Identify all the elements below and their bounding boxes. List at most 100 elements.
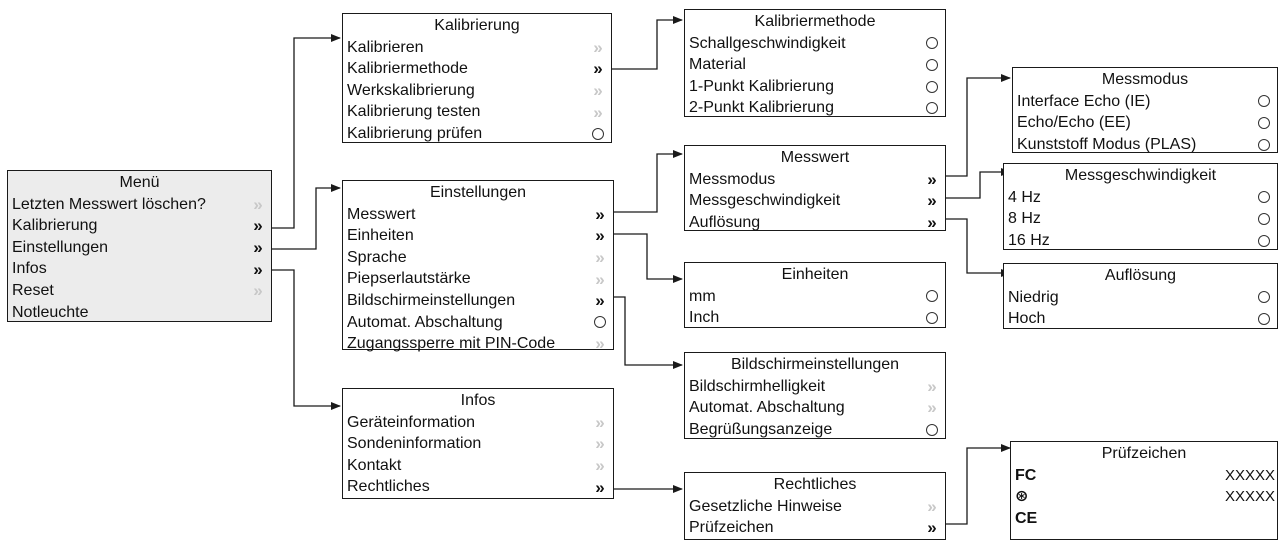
- einstellungen-item[interactable]: Einheiten»: [347, 225, 613, 247]
- double-chevron-icon: »: [595, 434, 605, 454]
- infos-item[interactable]: Rechtliches»: [347, 476, 613, 498]
- menu-item[interactable]: Kalibrierung»: [12, 215, 271, 237]
- infos-item[interactable]: Geräteinformation»: [347, 412, 613, 434]
- messgeschwindigkeit-item-label: 8 Hz: [1008, 210, 1041, 228]
- kalibriermethode-item[interactable]: Schallgeschwindigkeit: [689, 33, 945, 55]
- infos-item[interactable]: Sondeninformation»: [347, 433, 613, 455]
- einstellungen-item[interactable]: Automat. Abschaltung: [347, 312, 613, 334]
- kalibriermethode-item[interactable]: 1-Punkt Kalibrierung: [689, 76, 945, 98]
- messwert-item[interactable]: Messmodus »: [689, 169, 945, 191]
- radio-circle-icon: [919, 58, 945, 71]
- menu-item-label: Notleuchte: [12, 303, 89, 321]
- rechtliches-item[interactable]: Prüfzeichen»: [689, 517, 945, 539]
- kalibriermethode-item[interactable]: 2-Punkt Kalibrierung: [689, 97, 945, 119]
- messwert-title: Messwert: [780, 149, 850, 166]
- kalibriermethode-item-label: 2-Punkt Kalibrierung: [689, 99, 834, 117]
- bildschirm-item[interactable]: Bildschirmhelligkeit»: [689, 376, 945, 398]
- kalibrierung-item[interactable]: Kalibriermethode»: [347, 58, 611, 80]
- messmodus-item-label: Echo/Echo (EE): [1017, 114, 1131, 132]
- infos-item[interactable]: Kontakt»: [347, 455, 613, 477]
- radio-circle-icon: [919, 423, 945, 436]
- double-chevron-icon: »: [593, 37, 603, 57]
- bildschirm-item-label: Bildschirmhelligkeit: [689, 377, 826, 395]
- pruefzeichen-title: Prüfzeichen: [1101, 445, 1187, 462]
- menu-item-label: Infos: [12, 260, 47, 278]
- aufloesung-item[interactable]: Niedrig: [1008, 287, 1277, 309]
- double-chevron-icon: »: [595, 269, 605, 289]
- menu-item[interactable]: Einstellungen »: [12, 237, 271, 259]
- aufloesung-title: Auflösung: [1104, 267, 1177, 284]
- bildschirm-item[interactable]: Automat. Abschaltung »: [689, 397, 945, 419]
- arrow-einstellungen-bildschirm: [605, 296, 683, 369]
- kalibriermethode-title: Kalibriermethode: [754, 13, 876, 30]
- arrow-kalibrierung-kalibriermethode: [602, 16, 683, 70]
- kalibriermethode-item[interactable]: Material: [689, 54, 945, 76]
- double-chevron-icon: »: [595, 291, 605, 311]
- double-chevron-icon: »: [593, 59, 603, 79]
- messwert-item[interactable]: Auflösung»: [689, 212, 945, 234]
- aufloesung-item[interactable]: Hoch: [1008, 308, 1277, 330]
- messmodus-item-label: Interface Echo (IE): [1017, 92, 1151, 110]
- messmodus-item[interactable]: Kunststoff Modus (PLAS): [1017, 134, 1277, 156]
- bildschirm-item-label: Automat. Abschaltung: [689, 399, 845, 417]
- rcm-mark-icon: ⊛: [1015, 488, 1029, 506]
- menu-item[interactable]: Letzten Messwert löschen? »: [12, 194, 271, 216]
- messwert-item-label: Messmodus: [689, 170, 776, 188]
- messgeschwindigkeit-item[interactable]: 16 Hz: [1008, 230, 1277, 252]
- arrow-einstellungen-messwert: [605, 150, 683, 213]
- bildschirm-item[interactable]: Begrüßungsanzeige: [689, 419, 945, 441]
- arrow-menu-kalibrierung: [270, 34, 341, 229]
- double-chevron-icon: »: [595, 226, 605, 246]
- einstellungen-item[interactable]: Bildschirmeinstellungen»: [347, 290, 613, 312]
- arrow-einstellungen-einheiten: [605, 233, 683, 283]
- double-chevron-icon: »: [595, 477, 605, 497]
- messgeschwindigkeit-item-label: 4 Hz: [1008, 188, 1041, 206]
- kalibrierung-item-label: Kalibrieren: [347, 38, 424, 56]
- messgeschwindigkeit-item[interactable]: 4 Hz: [1008, 187, 1277, 209]
- arrow-menu-einstellungen: [270, 184, 341, 250]
- kalibrierung-item[interactable]: Kalibrierung prüfen: [347, 123, 611, 145]
- messwert-item[interactable]: Messgeschwindigkeit»: [689, 190, 945, 212]
- messgeschwindigkeit-title: Messgeschwindigkeit: [1064, 167, 1217, 184]
- double-chevron-icon: »: [253, 238, 263, 258]
- menu-item[interactable]: Notleuchte: [12, 302, 271, 324]
- einstellungen-item[interactable]: Messwert»: [347, 204, 613, 226]
- einstellungen-item[interactable]: Piepserlautstärke»: [347, 268, 613, 290]
- kalibrierung-item-label: Werkskalibrierung: [347, 81, 475, 99]
- messmodus-item[interactable]: Echo/Echo (EE): [1017, 112, 1277, 134]
- messwert-item-label: Auflösung: [689, 213, 761, 231]
- kalibrierung-item[interactable]: Werkskalibrierung»: [347, 80, 611, 102]
- pruefzeichen-row: ⊛ XXXXX: [1015, 486, 1277, 508]
- menu-item-label: Einstellungen: [12, 238, 109, 256]
- radio-circle-icon: [919, 37, 945, 50]
- menu-title: Menü: [119, 174, 160, 191]
- pruefzeichen-value: XXXXX: [1224, 488, 1275, 506]
- kalibrierung-item[interactable]: Kalibrieren »: [347, 37, 611, 59]
- infos-title: Infos: [460, 392, 496, 409]
- double-chevron-icon: »: [253, 194, 263, 214]
- einheiten-title: Einheiten: [781, 266, 849, 283]
- kalibrierung-title: Kalibrierung: [434, 17, 520, 34]
- double-chevron-icon: »: [927, 169, 937, 189]
- menu-item-label: Kalibrierung: [12, 217, 98, 235]
- double-chevron-icon: »: [927, 398, 937, 418]
- menu-item[interactable]: Infos»: [12, 258, 271, 280]
- arrow-messwert-aufloesung: [945, 218, 1011, 277]
- kalibriermethode-item-label: Schallgeschwindigkeit: [689, 34, 846, 52]
- menu-item-label: Letzten Messwert löschen?: [12, 195, 206, 213]
- einheiten-item[interactable]: mm: [689, 286, 945, 308]
- einstellungen-item[interactable]: Zugangssperre mit PIN-Code»: [347, 333, 613, 355]
- messmodus-item[interactable]: Interface Echo (IE): [1017, 91, 1277, 113]
- einheiten-item[interactable]: Inch: [689, 307, 945, 329]
- einstellungen-item[interactable]: Sprache»: [347, 247, 613, 269]
- menu-item[interactable]: Reset»: [12, 280, 271, 302]
- rechtliches-item[interactable]: Gesetzliche Hinweise»: [689, 496, 945, 518]
- kalibrierung-item[interactable]: Kalibrierung testen»: [347, 101, 611, 123]
- kalibriermethode-item-label: Material: [689, 56, 746, 74]
- einstellungen-item-label: Messwert: [347, 205, 416, 223]
- messgeschwindigkeit-item[interactable]: 8 Hz: [1008, 208, 1277, 230]
- infos-item-label: Kontakt: [347, 456, 402, 474]
